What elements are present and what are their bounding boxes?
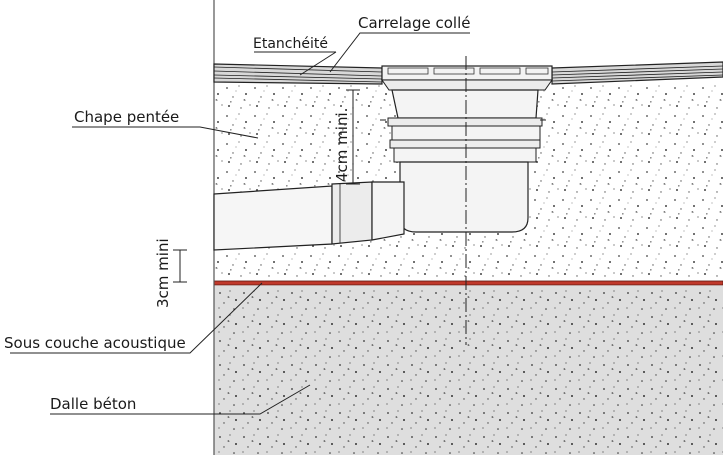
screed-label: Chape pentée [74, 108, 179, 126]
waterproofing-label: Etanchéité [253, 36, 328, 52]
slab-label: Dalle béton [50, 395, 136, 413]
outlet-pipe [213, 181, 405, 251]
concrete-slab [214, 286, 723, 455]
tile-layer-right [551, 61, 723, 85]
acoustic-underlay-label: Sous couche acoustique [4, 334, 186, 352]
depth-dimension [346, 89, 360, 185]
thickness-dimension [173, 249, 187, 283]
leader-lines [10, 32, 470, 415]
drain-grate [381, 65, 553, 91]
tile-layer-left [213, 63, 383, 85]
depth-min-label: 4cm mini. [333, 108, 351, 182]
thickness-min-label: 3cm mini [154, 238, 172, 308]
acoustic-underlay-layer [213, 280, 723, 286]
drain-body [380, 89, 546, 233]
tile-label: Carrelage collé [358, 14, 471, 32]
